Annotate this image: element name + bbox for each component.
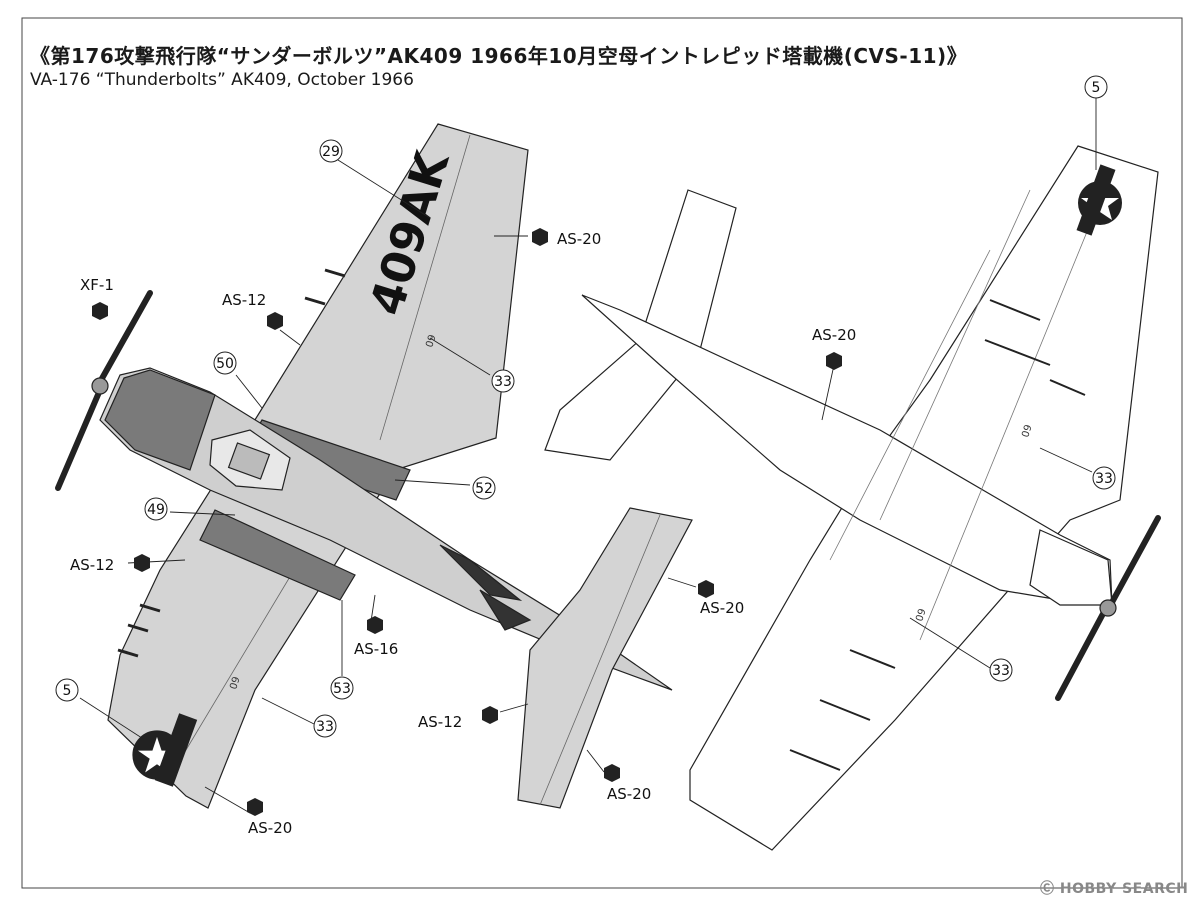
title-english: VA-176 “Thunderbolts” AK409, October 196… — [30, 70, 414, 90]
tail-marking-2 — [479, 589, 532, 631]
callout-33-d: 33 — [992, 663, 1010, 679]
watermark-logo-icon: Ⓒ — [1040, 881, 1055, 897]
label-as20-c: AS-20 — [700, 599, 744, 617]
label-as20-a: AS-20 — [557, 230, 601, 248]
paint-hex-markers — [92, 228, 842, 816]
label-as20-d: AS-20 — [607, 785, 651, 803]
callout-52: 52 — [475, 481, 493, 497]
left-aircraft — [55, 123, 693, 809]
title-japanese: 《第176攻撃飛行隊“サンダーボルツ”AK409 1966年10月空母イントレピ… — [30, 44, 968, 68]
callout-markers — [55, 75, 1116, 738]
callout-5-top: 5 — [1092, 80, 1101, 96]
propeller-blade-up — [97, 290, 153, 385]
propeller-blade-down — [55, 387, 103, 491]
label-as16: AS-16 — [354, 640, 398, 658]
label-as12-b: AS-12 — [70, 556, 114, 574]
callout-5-bottom: 5 — [63, 683, 72, 699]
label-xf1: XF-1 — [80, 276, 114, 294]
right-cowling — [1029, 529, 1113, 606]
callout-33-a: 33 — [494, 374, 512, 390]
right-side-code-lower: 09 — [914, 607, 928, 622]
callout-33-c: 33 — [1095, 471, 1113, 487]
frame-border — [21, 17, 1183, 889]
side-code-lower: 09 — [228, 675, 242, 690]
label-as20-e: AS-20 — [248, 819, 292, 837]
label-as12-c: AS-12 — [418, 713, 462, 731]
label-as12-a: AS-12 — [222, 291, 266, 309]
horizontal-stabilizer — [517, 507, 693, 809]
right-horizontal-stabilizer — [544, 189, 737, 461]
right-aircraft — [544, 145, 1161, 851]
side-code-upper: 09 — [424, 333, 438, 348]
watermark: Ⓒ HOBBY SEARCH — [1040, 878, 1188, 898]
tail-marking-1 — [439, 544, 523, 601]
watermark-text: HOBBY SEARCH — [1059, 881, 1189, 897]
walkway-band-lower — [199, 509, 356, 601]
callout-29: 29 — [322, 144, 340, 160]
spinner — [91, 377, 109, 395]
right-side-code-upper: 09 — [1020, 423, 1034, 438]
cowling-antiglare — [104, 369, 216, 471]
cockpit — [227, 442, 271, 480]
callout-53: 53 — [333, 681, 351, 697]
callout-50: 50 — [216, 356, 234, 372]
callout-49: 49 — [147, 502, 165, 518]
callout-33-b: 33 — [316, 719, 334, 735]
label-as20-b: AS-20 — [812, 326, 856, 344]
